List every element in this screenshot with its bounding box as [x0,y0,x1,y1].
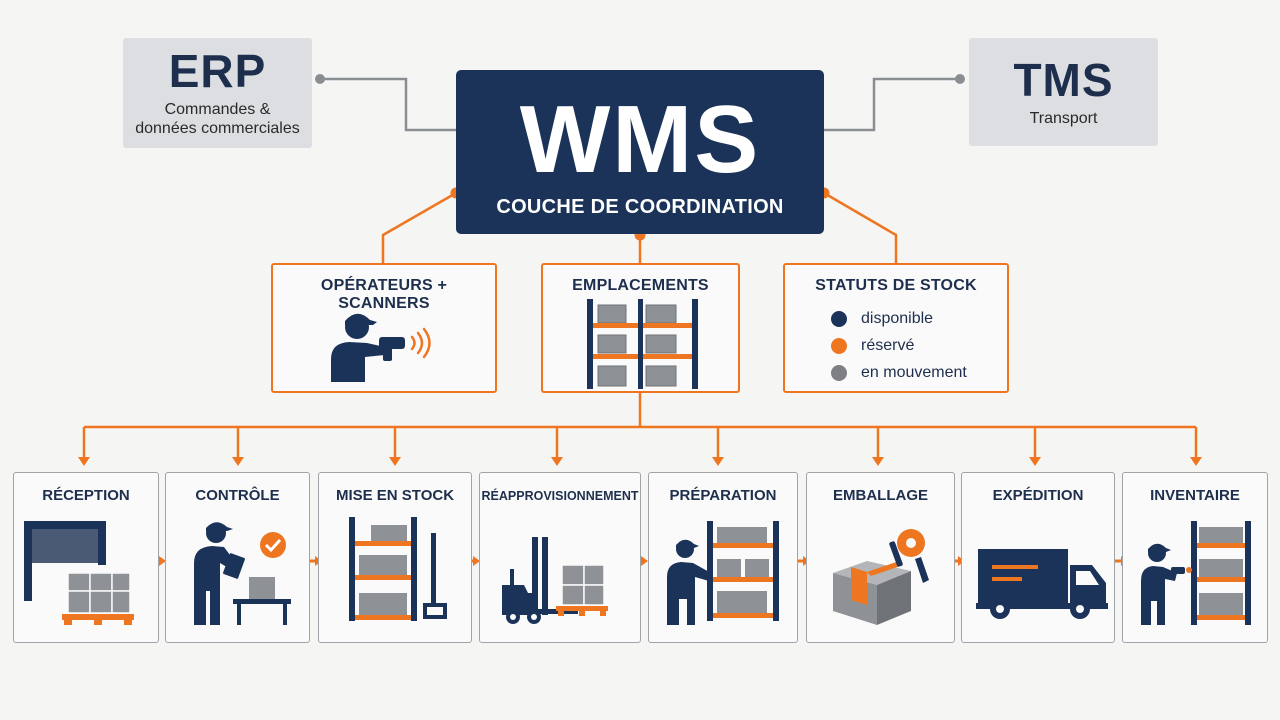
available-dot-icon [831,311,847,327]
status-available-label: disponible [861,310,934,327]
status-moving-label: en mouvement [861,364,967,381]
packing-box-icon [833,529,929,625]
storage-rack-icon [587,299,698,389]
erp-subtitle: Commandes & données commerciales [135,100,300,138]
distribution-bus [82,392,1198,458]
step-expedition-title: EXPÉDITION [992,487,1084,504]
system-connectors [320,77,960,132]
stock-status-title: STATUTS DE STOCK [815,277,977,294]
inventory-scan-icon [1141,521,1251,625]
receiving-dock-icon [24,521,134,625]
erp-title: ERP [168,45,267,97]
wms-subtitle: COUCHE DE COORDINATION [496,196,784,218]
quality-check-icon [194,522,291,625]
operators-scanners-box: OPÉRATEURS + SCANNERS [271,263,497,393]
status-available: disponible [831,310,933,328]
operators-scanners-title: OPÉRATEURS + SCANNERS [320,277,448,312]
status-moving: en mouvement [831,364,967,382]
step-mise-en-stock: MISE EN STOCK [318,472,472,643]
truck-icon [976,549,1108,619]
step-inventaire-title: INVENTAIRE [1150,487,1240,504]
tms-system-box: TMS Transport [969,38,1158,146]
step-reapprovisionnement: RÉAPPROVISIONNEMENT [479,472,641,643]
step-emballage: EMBALLAGE [806,472,955,643]
status-reserved-label: réservé [861,337,915,354]
step-expedition: EXPÉDITION [961,472,1115,643]
step-inventaire: INVENTAIRE [1122,472,1268,643]
step-reception-title: RÉCEPTION [42,487,130,504]
moving-dot-icon [831,365,847,381]
reserved-dot-icon [831,338,847,354]
tms-title: TMS [1013,53,1114,106]
forklift-icon [502,537,608,624]
operator-scanner-icon [331,313,431,382]
step-preparation: PRÉPARATION [648,472,798,643]
step-controle: CONTRÔLE [165,472,310,643]
step-emballage-title: EMBALLAGE [833,487,928,504]
emplacements-title: EMPLACEMENTS [572,277,709,294]
distribution-arrowheads [78,457,1202,466]
erp-subtitle-line2: données commerciales [135,120,300,137]
wms-core-box: WMS COUCHE DE COORDINATION [456,70,824,234]
erp-system-box: ERP Commandes & données commerciales [123,38,312,148]
erp-subtitle-line1: Commandes & [164,101,271,118]
step-mise-en-stock-title: MISE EN STOCK [335,487,455,504]
stock-status-box: STATUTS DE STOCK disponible réservé en m… [783,263,1009,393]
step-preparation-title: PRÉPARATION [669,487,777,504]
emplacements-box: EMPLACEMENTS [541,263,740,393]
status-reserved: réservé [831,337,914,355]
putaway-rack-icon [349,517,447,621]
step-reception: RÉCEPTION [13,472,159,643]
picking-icon [667,521,779,625]
wms-title: WMS [519,86,761,193]
tms-subtitle: Transport [1029,109,1098,127]
step-reapprovisionnement-title: RÉAPPROVISIONNEMENT [481,489,639,503]
step-controle-title: CONTRÔLE [195,487,280,504]
